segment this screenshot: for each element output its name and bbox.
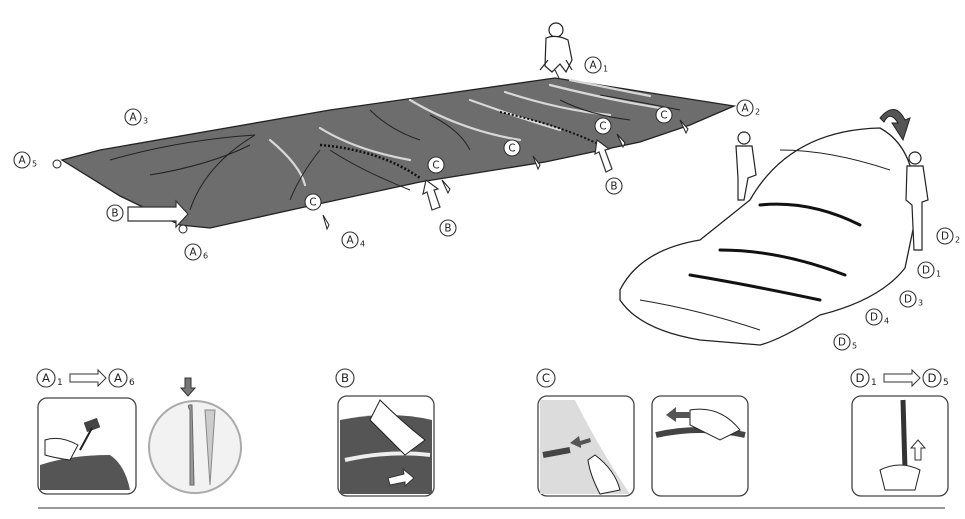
label-c-4-letter: C xyxy=(599,121,606,133)
flat-tent-canvas xyxy=(52,69,737,234)
hand-icon xyxy=(369,399,426,456)
label-a1-letter: A xyxy=(589,60,597,72)
hand-icon xyxy=(879,464,921,491)
label-a1-subscript: 1 xyxy=(603,64,608,73)
label-d3-letter: D xyxy=(904,294,912,306)
arrow-icon xyxy=(909,439,927,461)
label-d4-letter: D xyxy=(870,312,878,324)
step-a-from-letter: A xyxy=(42,371,50,385)
label-c-2: C xyxy=(427,156,445,174)
arrow-icon xyxy=(570,436,591,448)
arrow-icon xyxy=(666,407,690,422)
label-d2-subscript: 2 xyxy=(955,235,960,244)
label-a5-letter: A xyxy=(18,155,26,167)
raised-tent xyxy=(619,109,929,346)
label-d1-subscript: 1 xyxy=(936,269,941,278)
label-c-letter: C xyxy=(309,197,316,209)
arrow-icon xyxy=(422,178,441,211)
step-panels xyxy=(37,377,949,497)
hand-icon xyxy=(44,437,79,461)
label-a3-letter: A xyxy=(129,112,137,124)
arrow-icon xyxy=(69,368,107,388)
canvas-seams xyxy=(109,94,681,211)
arrow-icon xyxy=(387,467,415,488)
label-d3-subscript: 3 xyxy=(918,298,923,307)
tent-stake-icon xyxy=(204,409,216,486)
label-b-mid: B xyxy=(439,219,457,237)
person-icon xyxy=(539,22,573,74)
arrow-icon xyxy=(879,109,911,142)
label-c-2-letter: C xyxy=(432,160,439,172)
person-icon xyxy=(735,131,929,251)
tent-stake-icon xyxy=(52,69,689,234)
arrow-icon xyxy=(127,199,189,229)
step-d-to-letter: D xyxy=(928,371,937,385)
step-d-from-letter: D xyxy=(856,371,865,385)
label-c-5: C xyxy=(655,106,673,124)
label-d1-letter: D xyxy=(922,265,930,277)
label-c-5-letter: C xyxy=(660,110,667,122)
label-a3-subscript: 3 xyxy=(143,116,148,125)
label-d4-subscript: 4 xyxy=(884,316,889,325)
step-d-to-subscript: 5 xyxy=(943,378,949,388)
arrow-icon xyxy=(179,377,197,397)
label-b-left: B xyxy=(106,204,124,222)
step-d-panel xyxy=(851,395,949,497)
label-c-4: C xyxy=(594,117,612,135)
hand-icon xyxy=(689,408,741,441)
label-c-3: C xyxy=(503,139,521,157)
label-a5-subscript: 5 xyxy=(32,159,37,168)
label-a2-subscript: 2 xyxy=(755,107,760,116)
label-b-right-letter: B xyxy=(610,181,617,193)
step-d-from-subscript: 1 xyxy=(871,378,877,388)
tent-stake-icon xyxy=(187,404,195,486)
label-b-mid-letter: B xyxy=(444,223,451,235)
step-a-to-subscript: 6 xyxy=(129,378,135,388)
hammer-icon xyxy=(79,417,101,451)
tent-pole-icon xyxy=(319,143,421,180)
label-d5-letter: D xyxy=(838,337,846,349)
step-c-heading: C xyxy=(536,368,556,388)
step-b-heading: B xyxy=(335,368,355,388)
label-a4-letter: A xyxy=(346,235,354,247)
step-b-heading-letter: B xyxy=(341,371,349,385)
step-a-from-subscript: 1 xyxy=(57,378,63,388)
arrow-icon xyxy=(594,138,613,173)
label-a6-letter: A xyxy=(189,247,197,259)
hand-icon xyxy=(587,454,621,495)
label-d2-letter: D xyxy=(941,231,949,243)
label-a6-subscript: 6 xyxy=(203,251,208,260)
label-b-left-letter: B xyxy=(111,208,118,220)
label-a2-letter: A xyxy=(741,103,749,115)
label-c: C xyxy=(304,193,322,211)
step-c-heading-letter: C xyxy=(542,371,550,385)
step-a-to-letter: A xyxy=(114,371,122,385)
label-c-3-letter: C xyxy=(508,143,515,155)
label-d5-subscript: 5 xyxy=(852,341,857,350)
label-a4-subscript: 4 xyxy=(360,239,365,248)
stake-detail-panel xyxy=(148,400,242,494)
arrow-icon xyxy=(883,368,921,388)
label-b-right: B xyxy=(605,177,623,195)
